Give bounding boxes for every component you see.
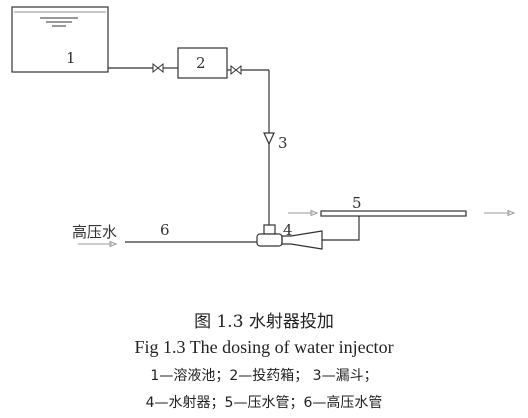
pressure-pipe <box>320 210 467 217</box>
inlet-arrow-icon <box>78 240 118 248</box>
flow-in-arrow-icon <box>288 209 319 217</box>
high-pressure-pipe-label: 6 <box>160 221 170 239</box>
dosing-box-label: 2 <box>196 54 206 72</box>
injector-outlet-pipe <box>322 216 360 241</box>
inlet-label: 高压水 <box>72 223 117 241</box>
valve-2-icon <box>230 64 242 76</box>
tank-label: 1 <box>66 49 76 67</box>
water-injector <box>256 224 323 250</box>
caption-english: Fig 1.3 The dosing of water injector <box>134 337 394 357</box>
caption-chinese: 图 1.3 水射器投加 <box>194 312 334 332</box>
pressure-pipe-label: 5 <box>352 194 362 212</box>
pipe-box-to-funnel <box>227 69 270 133</box>
funnel-label: 3 <box>278 134 288 152</box>
flow-out-arrow-icon <box>484 209 516 217</box>
legend-line-2: 4—水射器；5—压水管；6—高压水管 <box>145 395 383 411</box>
valve-1-icon <box>152 62 164 74</box>
funnel-icon <box>263 132 275 146</box>
legend-line-1: 1—溶液池；2—投药箱； 3—漏斗； <box>150 368 378 384</box>
dosing-box <box>177 47 228 79</box>
injector-label: 4 <box>283 221 293 239</box>
solution-tank <box>11 6 109 73</box>
